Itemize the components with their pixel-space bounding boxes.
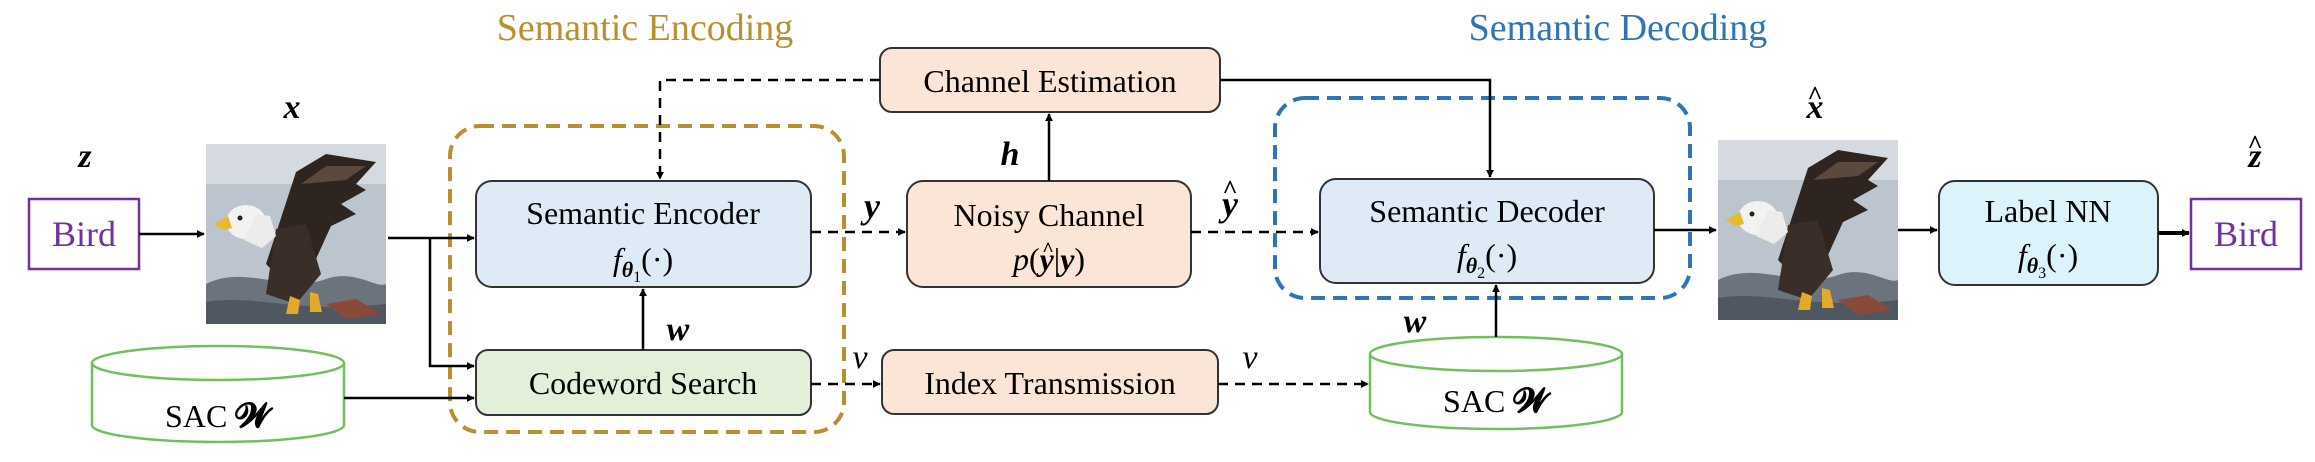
z-symbol: z (77, 138, 92, 175)
channel-estimation-box: Channel Estimation (879, 47, 1221, 113)
arrow-estimation-to-decoder (1220, 78, 1494, 178)
sac-database-right: SAC 𝓦 (1368, 335, 1624, 431)
svg-text:^: ^ (2247, 130, 2262, 159)
svg-text:x: x (1806, 89, 1824, 126)
semantic-decoder-label: Semantic Decoder (1369, 193, 1605, 229)
input-eagle-image (206, 144, 386, 324)
x-hat-symbol: x ^ (1806, 81, 1824, 126)
channel-estimation-label: Channel Estimation (923, 63, 1176, 99)
noisy-channel-label: Noisy Channel (953, 197, 1144, 233)
bird-input-box: Bird (27, 197, 141, 271)
semantic-decoding-heading: Semantic Decoding (1469, 7, 1768, 49)
semantic-decoder-box: Semantic Decoder fθ2(·) (1319, 178, 1655, 284)
svg-text:^: ^ (1222, 175, 1237, 204)
w-symbol-encoder: w (667, 311, 690, 348)
sac-database-left: SAC 𝓦 (90, 344, 346, 444)
codeword-search-label: Codeword Search (529, 365, 757, 401)
bird-output-label: Bird (2214, 214, 2278, 254)
codeword-search-box: Codeword Search (475, 349, 812, 416)
semantic-decoding-group (1273, 96, 1692, 300)
svg-text:z: z (2247, 138, 2262, 175)
semantic-encoder-label: Semantic Encoder (526, 195, 760, 231)
v-symbol-left: v (852, 339, 868, 376)
semantic-encoding-heading: Semantic Encoding (497, 7, 794, 49)
x-symbol: x (283, 89, 301, 126)
w-symbol-decoder: w (1404, 303, 1427, 340)
bird-input-label: Bird (52, 214, 116, 254)
v-symbol-right: v (1242, 339, 1258, 376)
output-eagle-image (1718, 140, 1898, 320)
noisy-channel-formula: p(y|y) (1011, 241, 1085, 277)
semantic-decoder-formula: fθ2(·) (1457, 237, 1517, 282)
z-hat-symbol: z ^ (2247, 130, 2262, 175)
y-hat-symbol: y ^ (1218, 175, 1239, 224)
noisy-channel-box: Noisy Channel p(y|y) ^ (906, 180, 1192, 288)
label-nn-box: Label NN fθ3(·) (1938, 180, 2159, 286)
semantic-encoding-group (448, 124, 846, 434)
sac-right-label: SAC 𝓦 (1443, 383, 1552, 420)
arrow-estimation-to-encoder (656, 78, 880, 180)
connectors (139, 78, 2190, 402)
sac-left-label: SAC 𝓦 (165, 398, 274, 435)
index-transmission-label: Index Transmission (924, 365, 1176, 401)
label-nn-label: Label NN (1984, 193, 2111, 229)
noisy-channel-hat: ^ (1042, 239, 1054, 261)
label-nn-formula: fθ3(·) (2018, 237, 2078, 282)
bird-output-box: Bird (2189, 197, 2303, 271)
index-transmission-box: Index Transmission (881, 349, 1219, 415)
semantic-encoder-formula: fθ1(·) (613, 241, 673, 286)
y-symbol: y (860, 186, 881, 226)
h-symbol: h (1001, 136, 1020, 173)
svg-text:y: y (1218, 184, 1239, 224)
semantic-encoder-box: Semantic Encoder fθ1(·) (475, 180, 812, 288)
svg-text:^: ^ (1807, 81, 1822, 110)
arrow-image-to-codeword (428, 238, 475, 370)
